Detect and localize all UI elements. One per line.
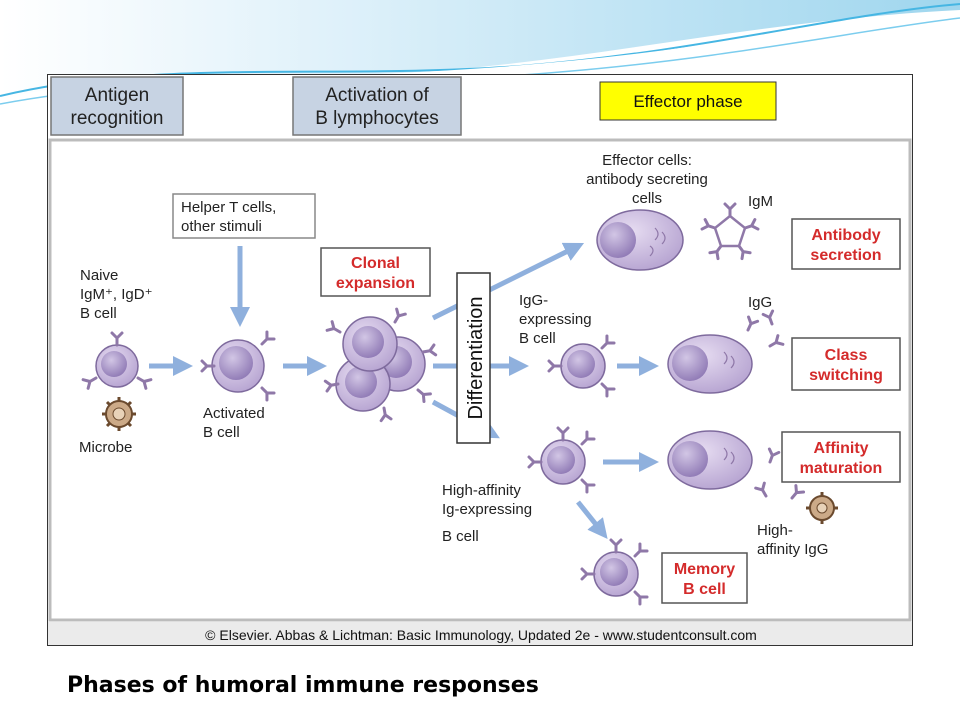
svg-text:B cell: B cell bbox=[203, 424, 240, 441]
naive-b-cell bbox=[81, 331, 153, 390]
svg-text:Clonal: Clonal bbox=[351, 255, 400, 272]
effector-phase-label: Effector phase bbox=[599, 81, 777, 121]
svg-text:expressing: expressing bbox=[519, 311, 592, 328]
svg-text:maturation: maturation bbox=[800, 460, 883, 477]
svg-text:antibody secreting: antibody secreting bbox=[586, 171, 708, 188]
svg-text:B cell: B cell bbox=[442, 528, 479, 545]
igg-expressing-b-cell bbox=[547, 334, 616, 398]
svg-text:switching: switching bbox=[809, 367, 883, 384]
svg-text:IgG-: IgG- bbox=[519, 292, 548, 309]
svg-text:Antibody: Antibody bbox=[811, 227, 880, 244]
antigen-recognition-header: Antigen recognition bbox=[50, 76, 184, 136]
plasma-cell-antibody-secreting bbox=[596, 209, 684, 271]
plasma-cell-high-affinity bbox=[667, 430, 753, 490]
naive-label: Naive IgM⁺, IgD⁺ B cell bbox=[80, 267, 153, 322]
svg-text:other stimuli: other stimuli bbox=[181, 218, 262, 235]
high-affinity-igg-icon bbox=[754, 447, 838, 524]
high-affinity-b-cell bbox=[527, 426, 596, 494]
class-switching-box: Class switching bbox=[791, 337, 901, 391]
igg-expressing-label: IgG- expressing B cell bbox=[519, 292, 592, 347]
high-affinity-igg-label: High- affinity IgG bbox=[757, 522, 828, 558]
high-affinity-cell-label: High-affinity Ig-expressing B cell bbox=[442, 482, 532, 545]
effector-cells-label: Effector cells: antibody secreting cells bbox=[586, 152, 708, 207]
igm-label: IgM bbox=[748, 193, 773, 210]
svg-text:expansion: expansion bbox=[336, 275, 415, 292]
svg-text:recognition: recognition bbox=[71, 108, 164, 129]
svg-text:Effector cells:: Effector cells: bbox=[602, 152, 692, 169]
svg-text:High-affinity: High-affinity bbox=[442, 482, 521, 499]
svg-text:Effector phase: Effector phase bbox=[633, 92, 742, 111]
svg-text:Helper T cells,: Helper T cells, bbox=[181, 199, 276, 216]
igg-label: IgG bbox=[748, 294, 772, 311]
svg-text:B cell: B cell bbox=[80, 305, 117, 322]
memory-b-cell-box: Memory B cell bbox=[661, 552, 748, 604]
antibody-secretion-box: Antibody secretion bbox=[791, 218, 901, 270]
svg-text:Affinity: Affinity bbox=[813, 440, 868, 457]
humoral-response-figure: © Elsevier. Abbas & Lichtman: Basic Immu… bbox=[47, 74, 913, 646]
clonal-cell-cluster bbox=[323, 307, 438, 423]
memory-b-cell bbox=[580, 538, 649, 606]
svg-text:B cell: B cell bbox=[683, 581, 726, 598]
svg-text:Differentiation: Differentiation bbox=[465, 296, 487, 419]
copyright-band bbox=[48, 622, 912, 645]
slide-caption: Phases of humoral immune responses bbox=[67, 673, 539, 698]
activated-label: Activated B cell bbox=[203, 405, 265, 441]
igm-pentamer-icon bbox=[700, 202, 760, 261]
helper-t-cells-box: Helper T cells, other stimuli bbox=[172, 193, 316, 239]
arrow-high-affinity-to-memory bbox=[576, 500, 608, 540]
svg-text:B cell: B cell bbox=[519, 330, 556, 347]
microbe-label: Microbe bbox=[79, 439, 132, 456]
svg-text:Activated: Activated bbox=[203, 405, 265, 422]
affinity-maturation-box: Affinity maturation bbox=[781, 431, 901, 483]
svg-text:Antigen: Antigen bbox=[85, 85, 149, 106]
activated-b-cell bbox=[200, 330, 276, 402]
svg-text:Ig-expressing: Ig-expressing bbox=[442, 501, 532, 518]
differentiation-box: Differentiation bbox=[456, 272, 491, 444]
svg-text:Naive: Naive bbox=[80, 267, 118, 284]
plasma-cell-class-switched bbox=[667, 334, 753, 394]
svg-text:affinity IgG: affinity IgG bbox=[757, 541, 828, 558]
svg-text:secretion: secretion bbox=[810, 247, 881, 264]
clonal-expansion-box: Clonal expansion bbox=[320, 247, 431, 297]
svg-text:IgM⁺, IgD⁺: IgM⁺, IgD⁺ bbox=[80, 286, 153, 303]
microbe-icon bbox=[102, 397, 136, 431]
activation-header: Activation of B lymphocytes bbox=[292, 76, 462, 136]
svg-text:B lymphocytes: B lymphocytes bbox=[315, 108, 439, 129]
svg-text:High-: High- bbox=[757, 522, 793, 539]
copyright-text: © Elsevier. Abbas & Lichtman: Basic Immu… bbox=[205, 627, 757, 643]
svg-text:Activation of: Activation of bbox=[325, 85, 429, 106]
svg-text:Class: Class bbox=[825, 347, 868, 364]
svg-text:Memory: Memory bbox=[674, 561, 735, 578]
svg-text:cells: cells bbox=[632, 190, 662, 207]
